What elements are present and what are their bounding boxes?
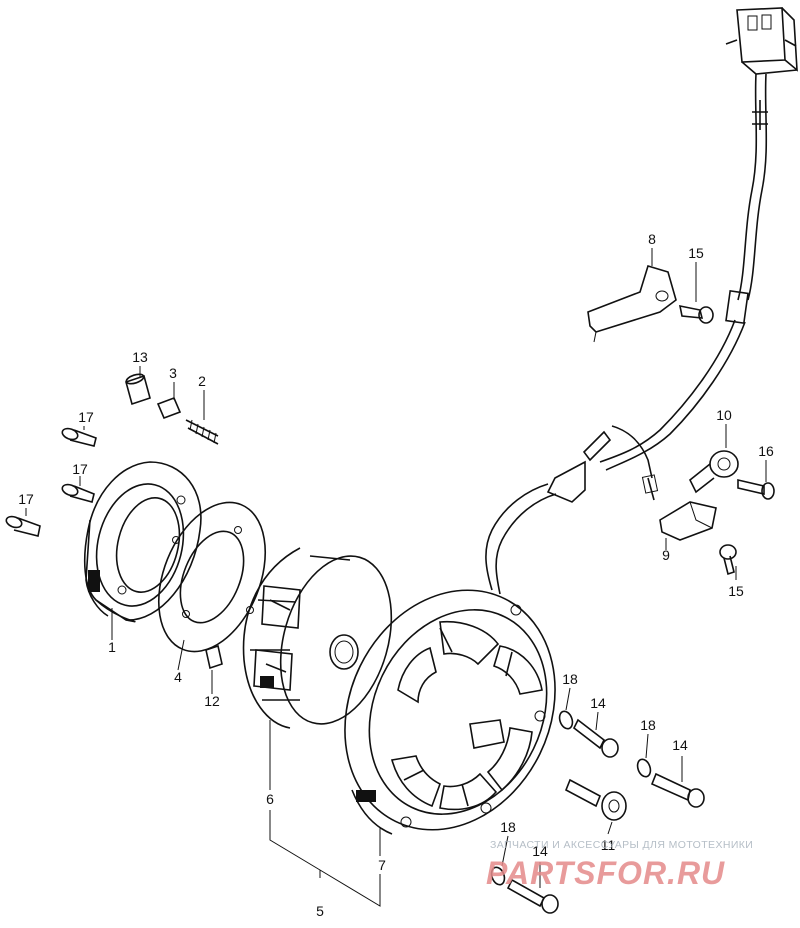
label-part-6: 6 bbox=[266, 791, 274, 807]
label-part-17-c: 17 bbox=[18, 491, 34, 507]
bolt-14-c bbox=[506, 878, 559, 914]
screw-17-top bbox=[61, 427, 97, 447]
connector-plug bbox=[725, 7, 798, 75]
pickup-coil bbox=[688, 450, 739, 494]
label-part-15-a: 15 bbox=[688, 245, 704, 261]
label-part-15-b: 15 bbox=[728, 583, 744, 599]
label-part-17-b: 17 bbox=[72, 461, 88, 477]
label-part-11: 11 bbox=[601, 837, 616, 853]
pin-3 bbox=[156, 396, 182, 420]
label-part-18-b: 18 bbox=[640, 717, 656, 733]
label-part-2: 2 bbox=[198, 373, 206, 389]
label-part-3: 3 bbox=[169, 365, 177, 381]
label-part-14-a: 14 bbox=[590, 695, 606, 711]
watermark: ЗАПЧАСТИ И АКСЕССУАРЫ ДЛЯ МОТОТЕХНИКИ PA… bbox=[486, 839, 753, 891]
label-part-12: 12 bbox=[204, 693, 220, 709]
pickup-base-plate bbox=[659, 501, 717, 541]
washer-18-b bbox=[636, 758, 652, 778]
label-part-7: 7 bbox=[378, 857, 386, 873]
wire-harness bbox=[485, 73, 768, 595]
washer-18-a bbox=[558, 710, 574, 730]
label-part-14-b: 14 bbox=[672, 737, 688, 753]
label-part-10: 10 bbox=[716, 407, 732, 423]
bracket-part bbox=[587, 265, 677, 343]
spring-2 bbox=[185, 419, 219, 445]
label-part-1: 1 bbox=[108, 639, 116, 655]
label-part-13: 13 bbox=[132, 349, 148, 365]
screw-15-upper bbox=[678, 304, 714, 324]
label-part-4: 4 bbox=[174, 669, 182, 685]
cap-13 bbox=[125, 373, 151, 406]
rotor-housing bbox=[83, 461, 202, 623]
label-part-9: 9 bbox=[662, 547, 670, 563]
watermark-tagline: ЗАПЧАСТИ И АКСЕССУАРЫ ДЛЯ МОТОТЕХНИКИ bbox=[490, 839, 753, 851]
bolt-14-a bbox=[572, 718, 619, 758]
bolt-14-b bbox=[650, 772, 705, 808]
screw-17-left bbox=[5, 515, 41, 537]
washer-18-c bbox=[490, 866, 506, 886]
rotor bbox=[242, 547, 393, 729]
part-11 bbox=[564, 778, 627, 821]
label-part-14-c: 14 bbox=[532, 843, 548, 859]
key-12 bbox=[205, 644, 223, 670]
label-part-17-a: 17 bbox=[78, 409, 94, 425]
label-part-5: 5 bbox=[316, 903, 324, 919]
bolt-16 bbox=[737, 478, 775, 500]
watermark-brand: PARTSFOR.RU bbox=[486, 855, 725, 891]
rotor-plate bbox=[157, 501, 267, 653]
screw-15-lower bbox=[719, 544, 737, 576]
stator bbox=[344, 589, 556, 835]
leader-lines bbox=[25, 248, 767, 907]
screw-17-middle bbox=[61, 483, 95, 503]
label-part-18-c: 18 bbox=[500, 819, 516, 835]
part-labels: 1 2 3 4 5 6 7 8 9 10 11 12 13 14 14 14 1… bbox=[18, 231, 774, 919]
label-part-16: 16 bbox=[758, 443, 774, 459]
label-part-18-a: 18 bbox=[562, 671, 578, 687]
label-part-8: 8 bbox=[648, 231, 656, 247]
